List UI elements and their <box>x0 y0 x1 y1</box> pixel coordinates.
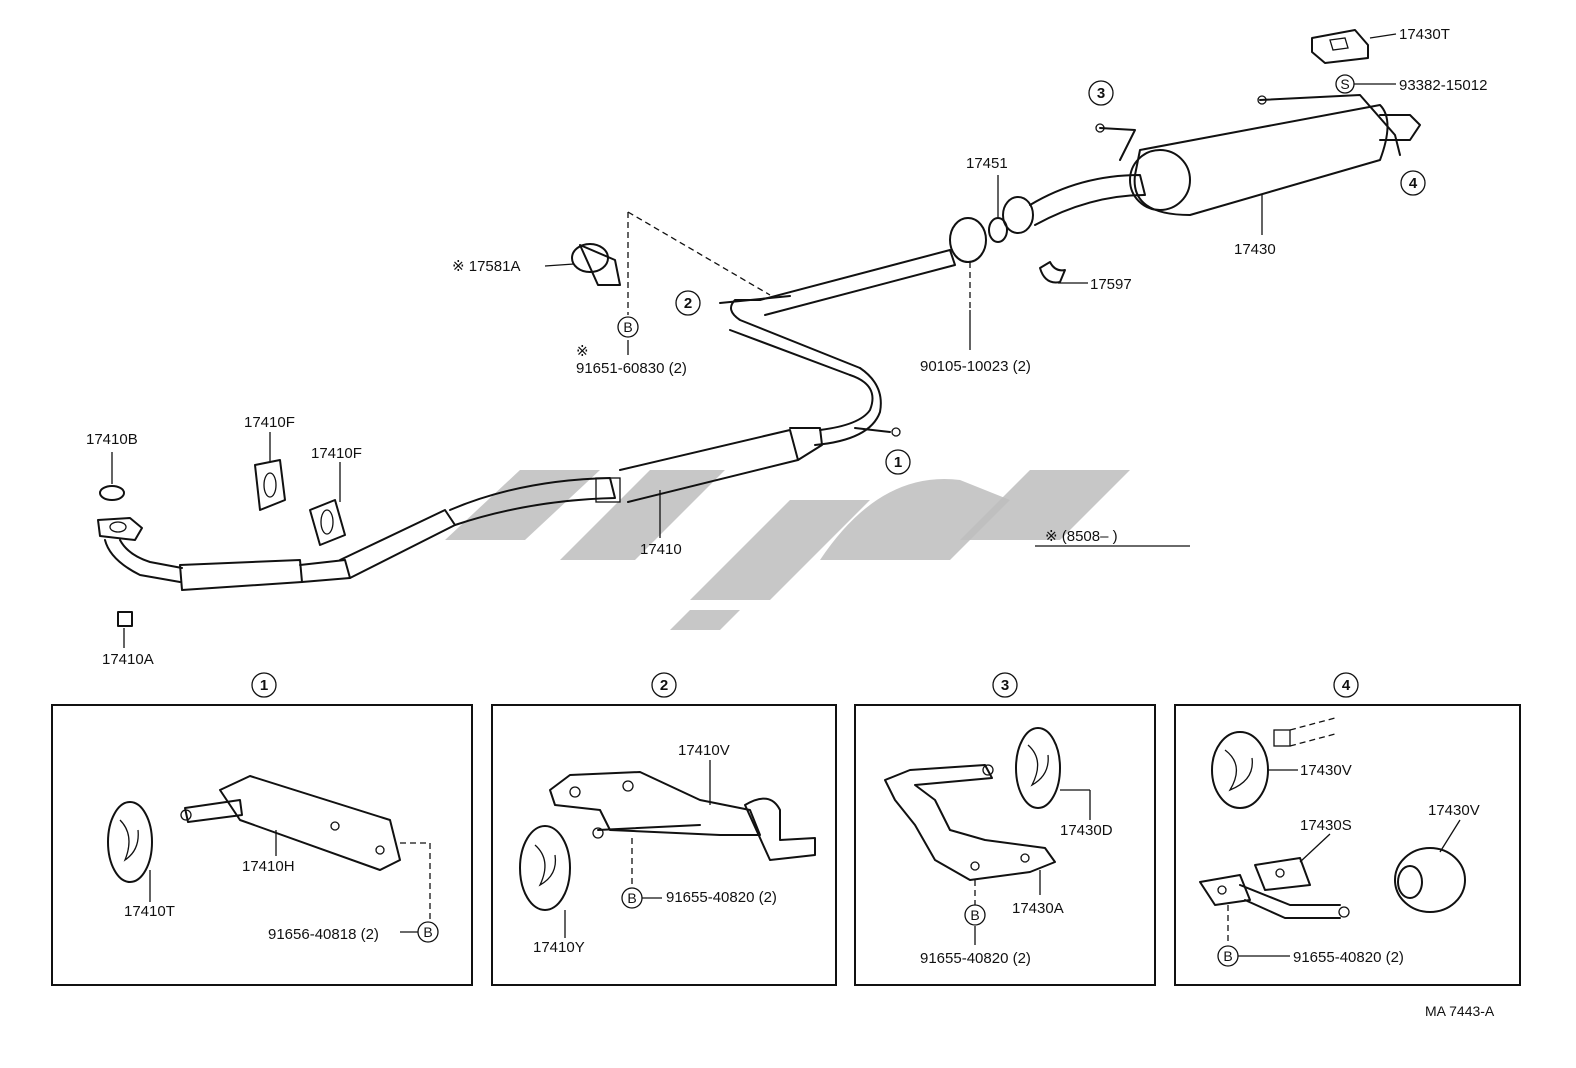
diagram-code: MA 7443-A <box>1425 1003 1495 1019</box>
center-exhaust-pipe <box>719 174 1146 316</box>
label-17410T: 17410T <box>124 903 175 920</box>
part-17410F-b <box>309 499 346 546</box>
label-17410A: 17410A <box>102 651 154 668</box>
part-17430V-b <box>1394 847 1466 913</box>
part-17430S <box>1199 857 1350 919</box>
part-17410H <box>180 775 401 871</box>
part-17410B <box>99 485 125 501</box>
label-93382-15012: 93382-15012 <box>1399 77 1487 94</box>
part-17410Y <box>519 825 571 911</box>
label-17410F-a: 17410F <box>244 414 295 431</box>
part-17581A <box>571 243 621 286</box>
callout-main-1: 1 <box>885 449 911 475</box>
svg-text:1: 1 <box>260 677 268 694</box>
svg-text:3: 3 <box>1001 677 1009 694</box>
label-91651-mark: ※ <box>576 343 589 360</box>
bolt-mark-B-3: B <box>970 907 979 923</box>
label-91651-60830: 91651-60830 (2) <box>576 360 687 377</box>
detail-box-1: 1 B 17410H 17410T 91656-40818 (2) <box>51 672 473 986</box>
svg-text:S: S <box>1340 76 1349 92</box>
label-17410H: 17410H <box>242 858 295 875</box>
label-17410F-b: 17410F <box>311 445 362 462</box>
bolt-mark-B-4: B <box>1223 948 1232 964</box>
date-note: ※ (8508– ) <box>1045 528 1118 545</box>
svg-text:2: 2 <box>660 677 668 694</box>
svg-text:B: B <box>623 319 632 335</box>
front-exhaust-pipe <box>97 299 901 591</box>
part-17410A <box>117 611 133 627</box>
bolt-mark-S: S <box>1340 76 1349 92</box>
part-17430T <box>1311 29 1369 64</box>
label-17410V: 17410V <box>678 742 730 759</box>
label-17581A: ※ 17581A <box>452 258 520 275</box>
label-91655-40820-2: 91655-40820 (2) <box>666 889 777 906</box>
label-17597: 17597 <box>1090 276 1132 293</box>
label-17410Y: 17410Y <box>533 939 585 956</box>
label-17430T: 17430T <box>1399 26 1450 43</box>
rear-muffler <box>1095 94 1421 216</box>
part-17410V <box>549 771 816 861</box>
label-91656-40818: 91656-40818 (2) <box>268 926 379 943</box>
label-17410B: 17410B <box>86 431 138 448</box>
callout-main-3: 3 <box>1088 80 1114 106</box>
callout-main-4: 4 <box>1400 170 1426 196</box>
svg-text:3: 3 <box>1097 85 1105 102</box>
bolt-mark-B-2: B <box>627 890 636 906</box>
watermark-logo <box>445 470 1130 630</box>
label-17451: 17451 <box>966 155 1008 172</box>
leader-lines <box>111 33 1397 648</box>
bolt-mark-B-1: B <box>423 924 432 940</box>
label-91655-40820-3: 91655-40820 (2) <box>920 950 1031 967</box>
bolt-mark-B-main: B <box>617 316 639 338</box>
label-17430V-a: 17430V <box>1300 762 1352 779</box>
part-17430D <box>1015 727 1061 809</box>
label-17430D: 17430D <box>1060 822 1113 839</box>
label-17430S: 17430S <box>1300 817 1352 834</box>
svg-text:4: 4 <box>1342 677 1351 694</box>
part-17410F-a <box>254 459 286 511</box>
label-90105-10023: 90105-10023 (2) <box>920 358 1031 375</box>
detail-box-2: 2 B 17410V 17410Y 91655-40820 (2) <box>491 672 837 986</box>
svg-text:4: 4 <box>1409 175 1418 192</box>
part-17430A <box>884 764 1056 881</box>
svg-text:1: 1 <box>894 454 902 471</box>
detail-box-3: 3 B 17430D 17430A 91655-40820 (2) <box>854 672 1156 986</box>
part-17410T <box>107 801 153 883</box>
label-91655-40820-4: 91655-40820 (2) <box>1293 949 1404 966</box>
label-17410: 17410 <box>640 541 682 558</box>
detail-box-4: 4 B 17430V 17430V 17430S <box>1174 672 1521 986</box>
label-17430: 17430 <box>1234 241 1276 258</box>
callout-main-2: 2 <box>675 290 701 316</box>
label-17430V-b: 17430V <box>1428 802 1480 819</box>
label-17430A: 17430A <box>1012 900 1064 917</box>
svg-text:2: 2 <box>684 295 692 312</box>
